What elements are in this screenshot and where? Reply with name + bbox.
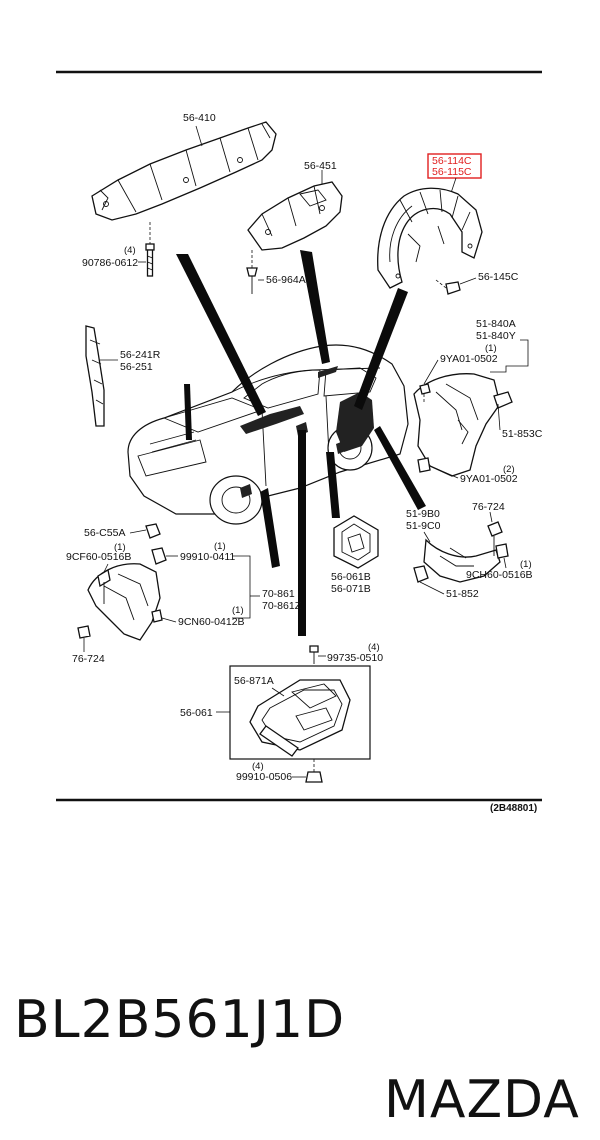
label-56-241r: 56-241R	[120, 349, 161, 361]
label-56-410: 56-410	[183, 112, 216, 124]
screw-99735-0510	[309, 645, 326, 664]
part-number: BL2B561J1D	[14, 990, 346, 1050]
label-56-071b: 56-071B	[331, 583, 371, 595]
plug-56-061b	[333, 515, 379, 569]
label-56-061b: 56-061B	[331, 571, 371, 583]
fender-liner-56-114c	[377, 187, 483, 289]
qty-9ya01-b: (2)	[503, 464, 515, 475]
leader-51-9b0	[423, 531, 431, 543]
label-9cf60: 9CF60-0516B	[66, 551, 131, 563]
label-56-114c: 56-114C	[432, 155, 472, 167]
nut-99910-0506	[292, 759, 323, 783]
label-99910-b: 99910-0506	[236, 771, 292, 783]
label-56-871a: 56-871A	[234, 675, 274, 687]
part-number-caption: BL2B561J1D MAZDA	[0, 900, 600, 1130]
leader-56-871a	[271, 687, 285, 697]
label-9ya01-b: 9YA01-0502	[460, 473, 518, 485]
car-body	[127, 344, 409, 525]
qty-9cf60: (1)	[114, 542, 126, 553]
label-9cn60: 9CN60-0412B	[178, 616, 245, 628]
clip-56-964a	[246, 250, 264, 294]
label-90786-0612: 90786-0612	[82, 257, 138, 269]
brand-name: MAZDA	[384, 1070, 580, 1130]
leader-9cf60	[103, 563, 109, 573]
seal-56-241r	[85, 325, 118, 427]
label-9ya01-a: 9YA01-0502	[440, 353, 498, 365]
parts-diagram: 56-410 (4) 90786-0612 56-451 56-964A 56-…	[56, 70, 543, 814]
diagram-code: (2B48801)	[490, 803, 537, 814]
label-51-853c: 51-853C	[502, 428, 543, 440]
leader-51-853c	[497, 403, 501, 431]
qty-90786-0612: (4)	[124, 245, 136, 256]
label-9ch60: 9CH60-0516B	[466, 569, 533, 581]
heat-insulator-56-451	[247, 170, 343, 251]
leader-9cn60	[161, 617, 177, 623]
qty-99910-b: (4)	[252, 761, 264, 772]
label-56-251: 56-251	[120, 361, 153, 373]
label-51-9c0: 51-9C0	[406, 520, 441, 532]
leader-51-852	[419, 581, 445, 595]
qty-9ch60: (1)	[520, 559, 532, 570]
label-51-852: 51-852	[446, 588, 479, 600]
label-51-9b0: 51-9B0	[406, 508, 440, 520]
label-76-724-b: 76-724	[472, 501, 505, 513]
label-51-840a: 51-840A	[476, 318, 516, 330]
label-56-451: 56-451	[304, 160, 337, 172]
leader-9ya01-b	[429, 465, 459, 479]
qty-9cn60: (1)	[232, 605, 244, 616]
qty-9ya01-a: (1)	[485, 343, 497, 354]
leader-9ya01-a	[423, 359, 439, 385]
mudguard-70-861	[77, 523, 167, 641]
highlight-box	[427, 153, 482, 179]
label-56-145c: 56-145C	[478, 271, 519, 283]
qty-99910-a: (1)	[214, 541, 226, 552]
pointer-arrows	[176, 250, 426, 636]
leader-9ch60	[503, 557, 507, 569]
label-56-c55a: 56-C55A	[84, 527, 125, 539]
label-56-061: 56-061	[180, 707, 213, 719]
label-99735: 99735-0510	[327, 652, 383, 664]
leader-56-c55a	[129, 529, 147, 534]
mudguard-51-840a	[413, 373, 513, 477]
qty-99735: (4)	[368, 642, 380, 653]
label-76-724-a: 76-724	[72, 653, 105, 665]
label-99910-a: 99910-0411	[180, 551, 235, 563]
leader-76-724-b	[489, 511, 493, 523]
pad-56-871a	[249, 679, 351, 757]
bracket-70-861	[232, 555, 251, 619]
mudguard-51-9b0	[413, 521, 509, 583]
label-56-115c: 56-115C	[432, 166, 472, 178]
label-70-861z: 70-861Z	[262, 600, 302, 612]
label-70-861: 70-861	[262, 588, 295, 600]
label-51-840y: 51-840Y	[476, 330, 516, 342]
inset-box	[229, 665, 371, 760]
bracket-51-840a	[490, 339, 529, 373]
bolt-90786-0612	[138, 222, 155, 277]
label-56-964a: 56-964A	[266, 274, 306, 286]
clip-56-145c	[435, 277, 477, 295]
heat-shield-56-410	[91, 121, 277, 221]
